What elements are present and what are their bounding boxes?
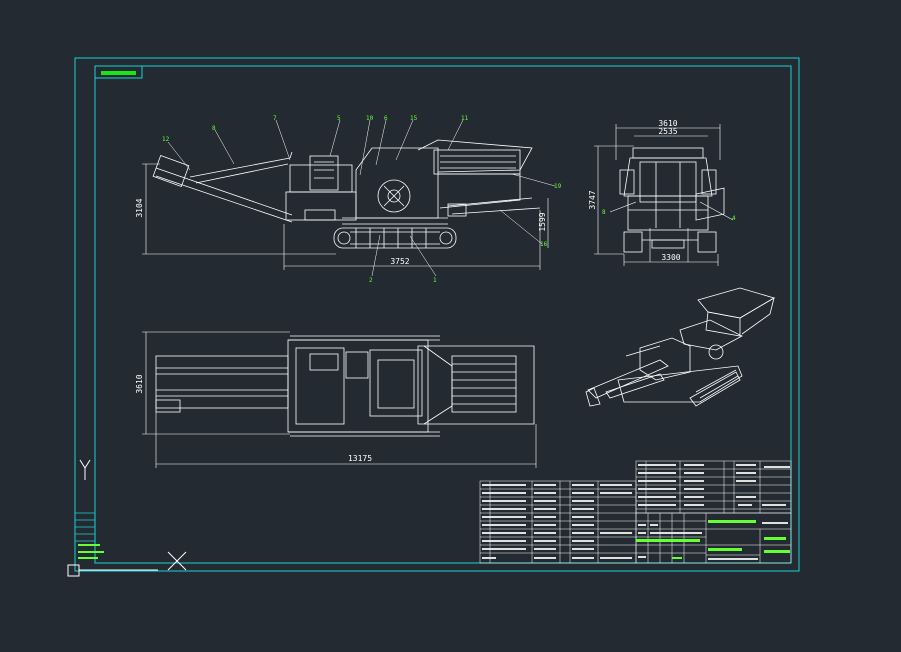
balloon-15: 15 [410,115,418,122]
front-balloon-4: 4 [732,215,736,222]
front-balloon-8: 8 [602,209,606,216]
isometric-view [585,187,775,407]
balloon-leaders [167,119,556,277]
balloon-1: 1 [433,277,437,284]
binding-strip-labels [78,544,104,559]
side-length-dim: 3752 [390,257,409,266]
plan-view-dimensions [142,331,537,468]
balloon-7: 7 [273,115,277,122]
side-view-balloons: 12 8 7 5 10 6 15 11 19 16 2 1 [162,115,562,284]
plan-width-dim: 3610 [135,374,144,393]
plan-length-dim: 13175 [348,454,372,463]
ucs-y-icon [79,459,91,480]
balloon-5: 5 [337,115,341,122]
title-label-bar [101,71,136,75]
balloon-19: 19 [554,183,562,190]
balloon-12: 12 [162,136,170,143]
side-view [152,139,541,249]
front-view-dimensions [594,124,734,266]
origin-crosshair-icon [67,551,187,577]
front-height-dim: 3747 [588,190,597,209]
balloon-11: 11 [461,115,469,122]
title-block [479,460,792,564]
balloon-10: 10 [366,115,374,122]
plan-view [155,335,535,437]
balloon-2: 2 [369,277,373,284]
front-view [619,147,717,253]
balloon-16: 16 [540,241,548,248]
drawing-frame [74,57,800,572]
balloon-8: 8 [212,125,216,132]
side-view-dimensions [142,163,549,270]
balloon-6: 6 [384,115,388,122]
title-block-highlights [636,520,790,559]
front-width-inner-dim: 2535 [658,127,677,136]
binding-strip [75,512,95,542]
side-height-dim: 3104 [135,198,144,217]
parts-list-entries [482,464,790,560]
front-width-top-dim: 3610 [658,119,677,128]
front-width-bottom-dim: 3300 [661,253,680,262]
side-right-height-dim: 1599 [538,212,547,231]
